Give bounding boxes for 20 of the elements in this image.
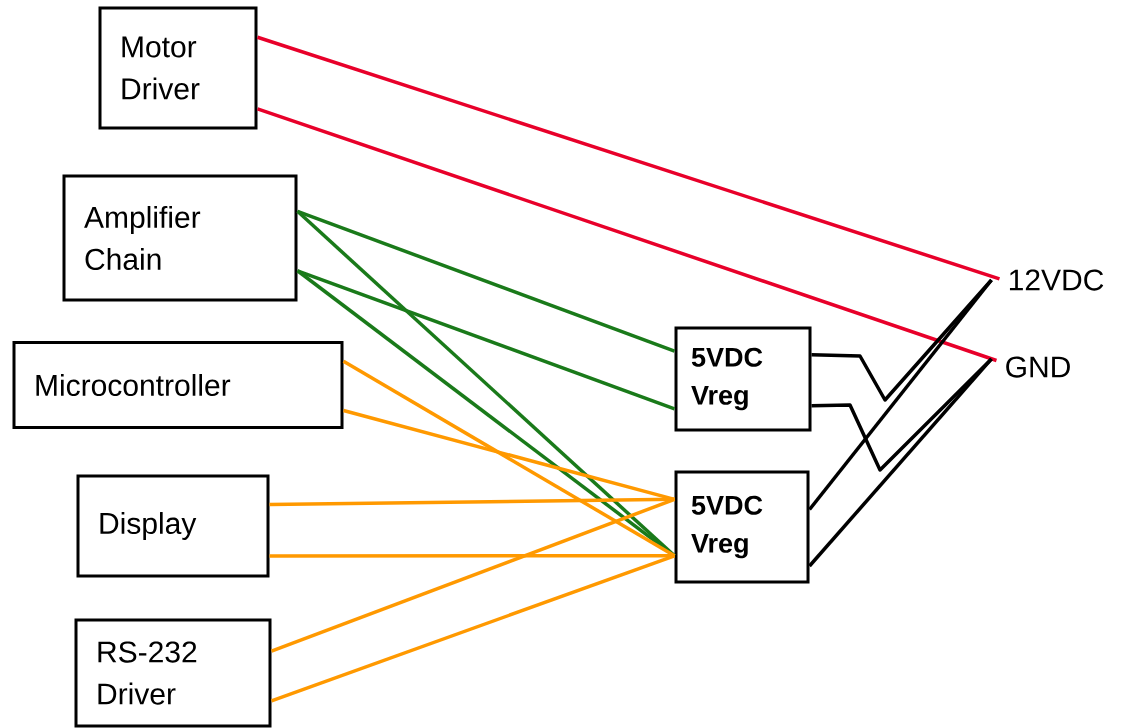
component-box: Amplifier Chain [62,174,298,302]
wire [256,35,1000,281]
component-box: RS-232 Driver [74,618,272,728]
wire [270,497,676,653]
wire [256,107,998,363]
component-box: Microcontroller [12,341,344,429]
wire [269,554,675,558]
wire [343,408,675,501]
wire [811,357,993,472]
wire [811,278,993,402]
supply-label: 12VDC [1009,269,1104,291]
regulator-box: 5VDC Vreg [674,470,810,584]
wire [296,209,676,353]
wire [296,269,676,558]
regulator-box: 5VDC Vreg [674,326,812,432]
wire [270,554,676,703]
supply-label: GND [1006,356,1070,378]
wire [269,497,675,507]
component-box: Display [76,474,270,578]
component-box: Motor Driver [98,6,258,130]
